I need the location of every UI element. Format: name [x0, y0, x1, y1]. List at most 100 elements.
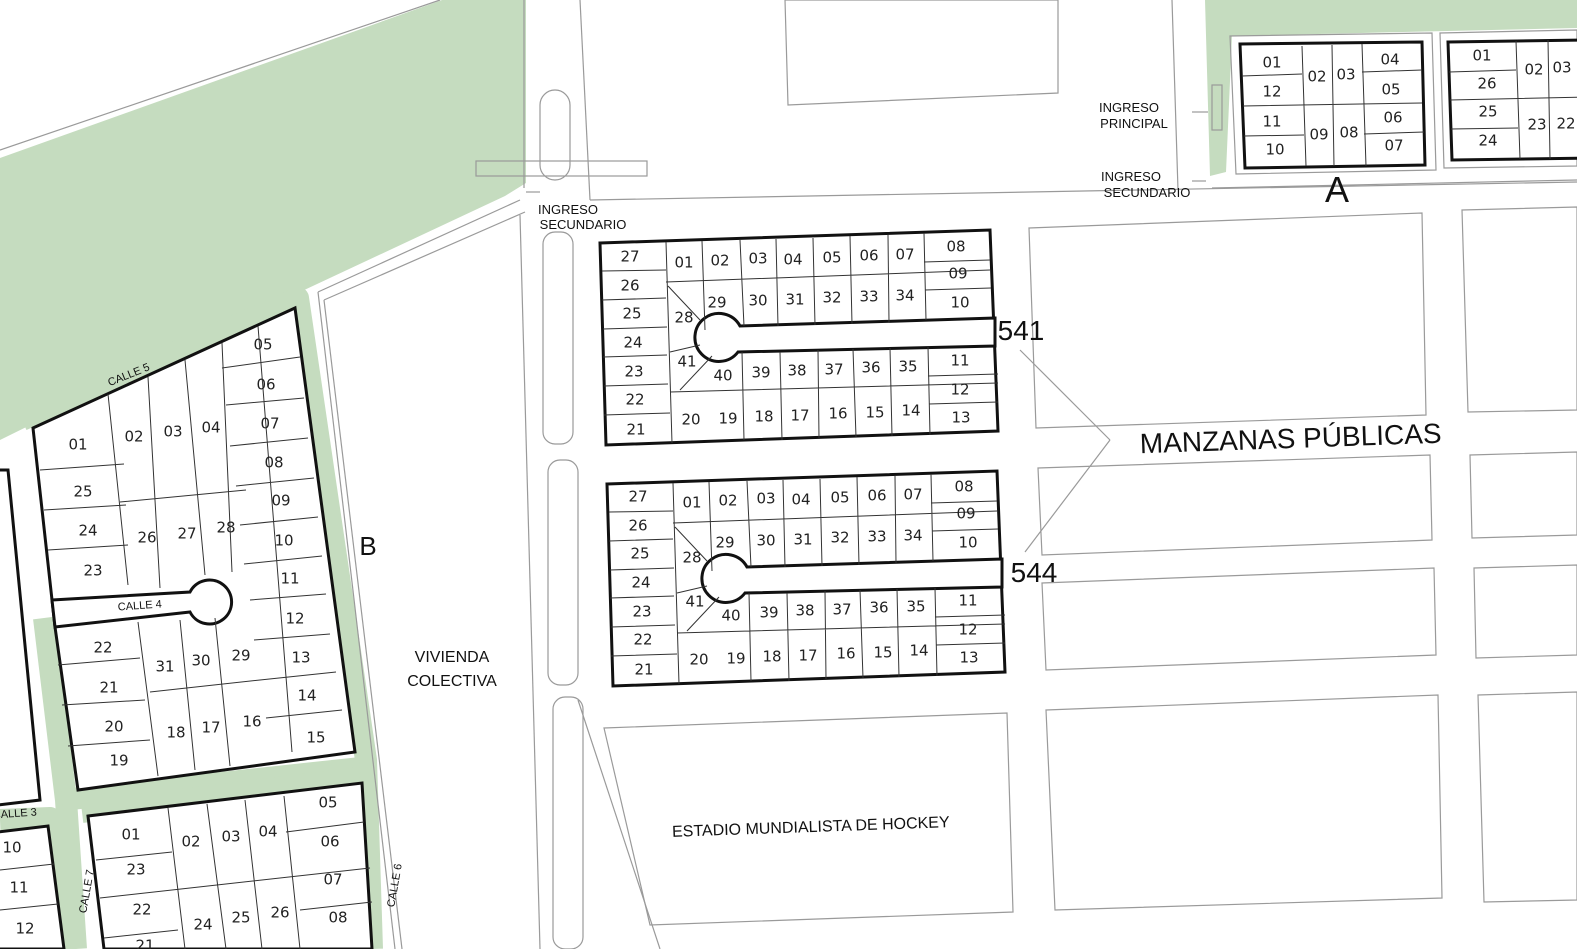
lot-label: 20 [689, 651, 708, 669]
lot-label: 21 [626, 421, 645, 439]
block-b-lower[interactable] [86, 781, 374, 949]
lot-label: 08 [264, 454, 283, 472]
lot-label: 08 [1339, 124, 1358, 142]
lot-label: 33 [867, 528, 886, 546]
lot-label: 24 [631, 574, 650, 592]
block-a-label: A [1325, 169, 1349, 210]
lot-label: 24 [78, 522, 97, 540]
lot-label: 11 [950, 352, 969, 370]
lot-label: 19 [718, 410, 737, 428]
manzana-544-label: 544 [1011, 557, 1058, 588]
lot-label: 03 [748, 250, 767, 268]
lot-label: 18 [754, 408, 773, 426]
lot-label: 38 [787, 362, 806, 380]
lot-label: 30 [748, 292, 767, 310]
lot-label: 21 [99, 679, 118, 697]
lot-label: 32 [822, 289, 841, 307]
lot-label: 06 [256, 376, 275, 394]
lot-label: 39 [751, 364, 770, 382]
lot-label: 29 [715, 534, 734, 552]
lot-label: 14 [909, 642, 928, 660]
ingreso-secundario-right-label-2: SECUNDARIO [1104, 185, 1191, 200]
lot-label: 02 [124, 428, 143, 446]
lot-label: 06 [320, 833, 339, 851]
lot-label: 32 [830, 529, 849, 547]
lot-label: 02 [181, 833, 200, 851]
manzana-541-label: 541 [998, 315, 1045, 346]
lot-label: 39 [759, 604, 778, 622]
block-left-partial[interactable] [0, 468, 66, 949]
lot-label: 23 [126, 861, 145, 879]
lot-label: 38 [795, 602, 814, 620]
lot-label: 06 [859, 247, 878, 265]
lot-label: 35 [898, 358, 917, 376]
lot-label: 26 [137, 529, 156, 547]
lot-label: 26 [628, 517, 647, 535]
lot-label: 21 [634, 661, 653, 679]
lot-label: 04 [201, 419, 220, 437]
lot-label: 16 [836, 645, 855, 663]
ingreso-secundario-top-label: INGRESO [538, 202, 598, 217]
estadio-label: ESTADIO MUNDIALISTA DE HOCKEY [672, 814, 950, 841]
block-b-label: B [359, 531, 376, 561]
lot-label: 01 [682, 494, 701, 512]
lot-label: 25 [231, 909, 250, 927]
green-strip-top-right [1205, 0, 1577, 176]
lot-label: 09 [271, 492, 290, 510]
lot-label: 09 [956, 505, 975, 523]
ingreso-secundario-top-label-2: SECUNDARIO [540, 217, 627, 232]
lot-label: 24 [623, 334, 642, 352]
lot-label: 10 [1265, 141, 1284, 159]
lot-label: 25 [630, 545, 649, 563]
calle-3-label: CALLE 3 [0, 806, 37, 821]
lot-label: 18 [166, 724, 185, 742]
lot-label: 40 [713, 367, 732, 385]
lot-label: 36 [869, 599, 888, 617]
lot-label: 02 [718, 492, 737, 510]
lot-label: 09 [1309, 126, 1328, 144]
lot-label: 28 [674, 309, 693, 327]
lot-label: 16 [828, 405, 847, 423]
block-b-upper[interactable] [31, 305, 357, 792]
lot-label: 03 [756, 490, 775, 508]
green-border-b4 [80, 767, 362, 823]
lot-label: 22 [625, 391, 644, 409]
lot-label: 13 [291, 649, 310, 667]
lot-label: 22 [93, 639, 112, 657]
lot-label: 08 [946, 238, 965, 256]
ingreso-principal-label: INGRESO [1099, 100, 1159, 115]
manzana-544[interactable] [605, 469, 1007, 688]
lot-label: 02 [1524, 61, 1543, 79]
lot-label: 04 [791, 491, 810, 509]
lot-label: 29 [231, 647, 250, 665]
block-a[interactable] [1238, 40, 1427, 170]
lot-label: 17 [798, 647, 817, 665]
block-a2[interactable] [1446, 38, 1577, 162]
lot-label: 30 [191, 652, 210, 670]
lot-label: 26 [620, 277, 639, 295]
manzana-541[interactable] [598, 228, 1000, 447]
lot-label: 19 [109, 752, 128, 770]
lot-label: 22 [633, 631, 652, 649]
lot-label: 04 [258, 823, 277, 841]
lot-label: 05 [830, 489, 849, 507]
lot-label: 01 [121, 826, 140, 844]
lot-label: 16 [242, 713, 261, 731]
lot-label: 25 [73, 483, 92, 501]
lot-label: 08 [328, 909, 347, 927]
lot-label: 11 [9, 879, 28, 897]
vivienda-colectiva-label-2: COLECTIVA [407, 673, 497, 690]
lot-label: 07 [895, 246, 914, 264]
calle-4-label: CALLE 4 [117, 598, 162, 613]
green-border-b [17, 287, 383, 949]
lot-label: 28 [216, 519, 235, 537]
lot-label: 10 [274, 532, 293, 550]
lot-label: 26 [270, 904, 289, 922]
lot-label: 03 [163, 423, 182, 441]
lot-label: 15 [873, 644, 892, 662]
lot-label: 11 [280, 570, 299, 588]
lot-label: 03 [1336, 66, 1355, 84]
lot-label: 25 [1478, 103, 1497, 121]
lot-label: 13 [951, 409, 970, 427]
